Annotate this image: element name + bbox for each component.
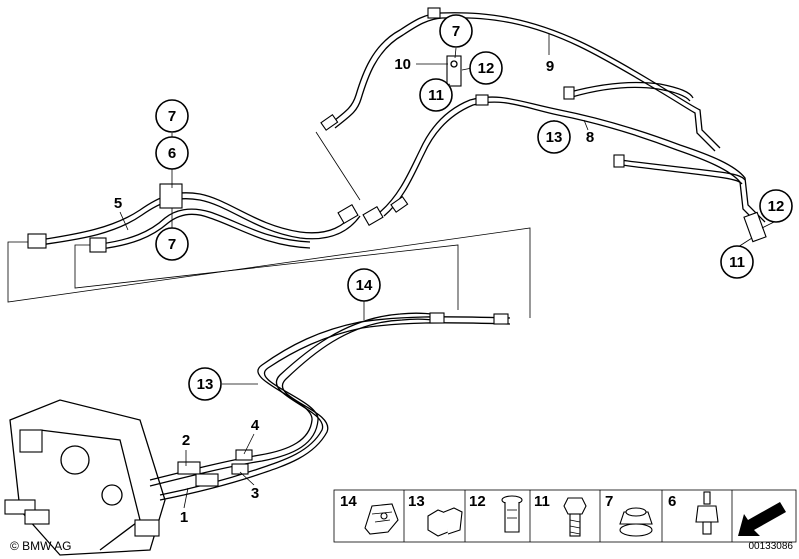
legend-num-12: 12 xyxy=(469,493,486,510)
svg-text:6: 6 xyxy=(168,145,176,162)
callout-14: 14 xyxy=(347,268,381,302)
callout-10: 10 xyxy=(394,56,411,73)
hydraulic-unit xyxy=(4,399,166,556)
copyright-brand: © BMW AG xyxy=(10,539,72,553)
svg-text:3: 3 xyxy=(251,485,259,502)
legend-num-7: 7 xyxy=(605,493,613,510)
svg-text:13: 13 xyxy=(546,129,563,146)
hose-8 xyxy=(379,94,766,227)
svg-text:14: 14 xyxy=(356,277,373,294)
svg-text:7: 7 xyxy=(168,108,176,125)
hose-8-branch xyxy=(613,154,746,185)
svg-text:2: 2 xyxy=(182,432,190,449)
hex-nut-icon xyxy=(619,507,653,537)
callout-6: 6 xyxy=(155,136,189,170)
callout-5: 5 xyxy=(114,195,122,212)
hose-9-branch xyxy=(563,81,694,102)
svg-text:7: 7 xyxy=(452,23,460,40)
callout-11-right: 11 xyxy=(720,245,754,279)
callout-1: 1 xyxy=(180,509,188,526)
connection-outline xyxy=(7,227,531,318)
callout-13-upper: 13 xyxy=(537,120,571,154)
callout-4: 4 xyxy=(251,417,260,434)
legend-num-6: 6 xyxy=(668,493,676,510)
diagram-reference-number: 00133086 xyxy=(748,541,794,552)
hose-5 xyxy=(27,183,384,253)
callout-9: 9 xyxy=(546,58,554,75)
bracket-right xyxy=(743,211,767,243)
legend-num-14: 14 xyxy=(340,493,357,510)
bracket-upper xyxy=(446,55,462,87)
lower-hoses xyxy=(149,312,511,501)
callout-2: 2 xyxy=(182,432,190,449)
direction-arrow-icon xyxy=(738,502,786,536)
rubber-mount-icon xyxy=(695,491,719,535)
leader-dash-upper xyxy=(315,131,361,201)
callout-7-mid: 7 xyxy=(155,227,189,261)
callout-11-upper: 11 xyxy=(419,78,453,112)
callout-12-right: 12 xyxy=(759,189,793,223)
callout-13-lower: 13 xyxy=(188,367,222,401)
parts-legend: 14 13 12 11 7 6 xyxy=(333,489,797,543)
rivet-nut-icon xyxy=(501,495,523,533)
callout-8: 8 xyxy=(586,129,594,146)
svg-text:13: 13 xyxy=(197,376,214,393)
callout-12-upper: 12 xyxy=(469,51,503,85)
clip-nut-icon xyxy=(364,503,399,535)
hex-bolt-icon xyxy=(563,497,587,537)
legend-num-13: 13 xyxy=(408,493,425,510)
svg-text:10: 10 xyxy=(394,56,411,73)
callout-7-upper-right: 7 xyxy=(439,14,473,48)
svg-text:12: 12 xyxy=(478,60,495,77)
svg-text:7: 7 xyxy=(168,236,176,253)
hose-9 xyxy=(320,7,721,152)
svg-text:5: 5 xyxy=(114,195,122,212)
svg-text:11: 11 xyxy=(729,254,745,271)
double-clip-icon xyxy=(427,507,463,537)
callout-7-top: 7 xyxy=(155,99,189,133)
svg-text:8: 8 xyxy=(586,129,594,146)
svg-text:9: 9 xyxy=(546,58,554,75)
svg-text:1: 1 xyxy=(180,509,188,526)
svg-text:11: 11 xyxy=(428,87,444,104)
callout-3: 3 xyxy=(251,485,259,502)
svg-text:12: 12 xyxy=(768,198,785,215)
svg-text:4: 4 xyxy=(251,417,260,434)
legend-num-11: 11 xyxy=(534,493,550,510)
